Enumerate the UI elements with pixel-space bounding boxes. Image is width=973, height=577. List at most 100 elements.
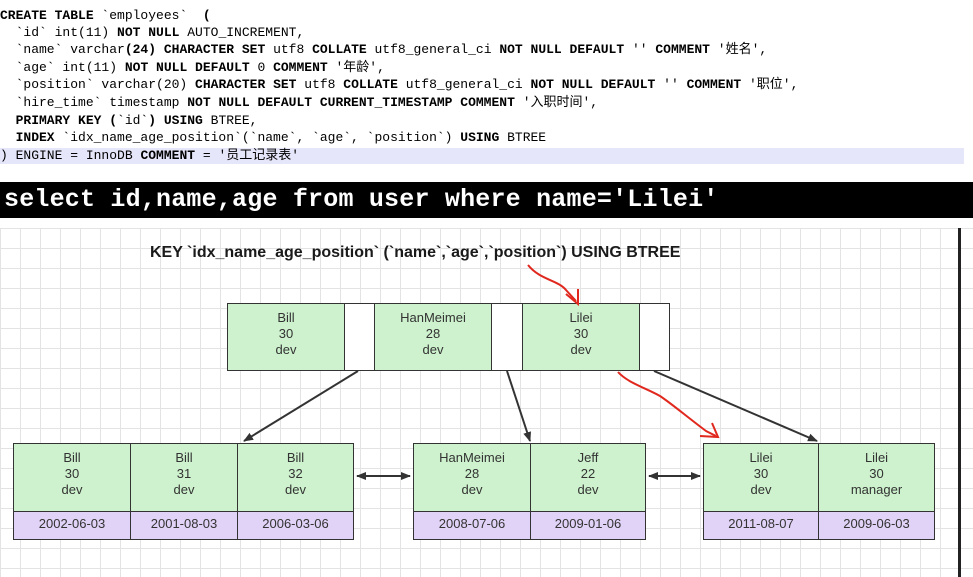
sql-keyword: CHARACTER SET xyxy=(156,42,266,57)
key-name: Bill xyxy=(286,450,305,465)
sql-line: `name` varchar(24) CHARACTER SET utf8 CO… xyxy=(0,42,768,58)
leaf-data-cell: 2009-01-06 xyxy=(530,511,646,540)
sql-text: '姓名', xyxy=(709,42,768,57)
key-age: 32 xyxy=(288,466,303,481)
sql-keyword: PRIMARY KEY ( xyxy=(0,113,118,128)
sql-keyword: COMMENT xyxy=(655,42,710,57)
sql-text: AUTO_INCREMENT, xyxy=(179,25,305,40)
sql-line: `position` varchar(20) CHARACTER SET utf… xyxy=(0,77,799,93)
root-key-cell: HanMeimei 28 dev xyxy=(374,303,492,371)
sql-text: `age` int xyxy=(0,60,86,75)
search-path-arrow xyxy=(527,264,577,302)
sql-keyword: NOT NULL xyxy=(109,25,180,40)
leaf-key-cell: Bill 30 dev xyxy=(13,443,131,512)
sql-keyword: COMMENT xyxy=(140,148,196,163)
sql-text: '职位', xyxy=(741,77,799,92)
leaf-data-cell: 2011-08-07 xyxy=(703,511,819,540)
key-position: dev xyxy=(173,482,195,497)
key-age: 30 xyxy=(278,326,294,341)
key-name: Lilei xyxy=(749,450,773,465)
sql-text: = '员工记录表' xyxy=(195,148,300,163)
sql-keyword: CHARACTER SET xyxy=(187,77,297,92)
sql-keyword: NOT NULL DEFAULT CURRENT_TIMESTAMP COMME… xyxy=(187,95,515,110)
key-name: HanMeimei xyxy=(439,450,505,465)
leaf-key-cell: Bill 31 dev xyxy=(130,443,238,512)
key-age: 22 xyxy=(580,466,596,481)
sql-line: PRIMARY KEY (`id`) USING BTREE, xyxy=(0,113,258,129)
sql-text: `id` xyxy=(117,113,149,128)
sql-text: ) ENGINE = InnoDB xyxy=(0,148,141,163)
sql-keyword: COLLATE xyxy=(312,42,367,57)
sql-text: `hire_time` timestamp xyxy=(0,95,188,110)
query-text: select id,name,age from user where name=… xyxy=(4,185,719,214)
leaf-data-cell: 2002-06-03 xyxy=(13,511,131,540)
key-position: dev xyxy=(570,342,592,357)
sql-text: BTREE, xyxy=(202,113,258,128)
leaf-data-cell: 2006-03-06 xyxy=(237,511,354,540)
sql-keyword: ( xyxy=(202,8,211,23)
sql-text: '' xyxy=(624,42,656,57)
query-bar: select id,name,age from user where name=… xyxy=(0,182,973,218)
sql-text: utf8 xyxy=(265,42,313,57)
sql-line: `id` int(11) NOT NULL AUTO_INCREMENT, xyxy=(0,25,305,41)
leaf-key-cell: Lilei 30 manager xyxy=(818,443,935,512)
key-name: Lilei xyxy=(864,450,889,465)
child-pointer-arrow xyxy=(243,370,359,442)
leaf-data-cell: 2001-08-03 xyxy=(130,511,238,540)
divider xyxy=(958,228,961,577)
sql-text: utf8_general_ci xyxy=(366,42,500,57)
btree-diagram: KEY `idx_name_age_position` (`name`,`age… xyxy=(0,228,973,577)
sql-create-table-code: CREATE TABLE `employees` ( `id` int(11) … xyxy=(0,0,973,171)
sql-text: '入职时间', xyxy=(514,95,599,110)
sql-keyword: NOT NULL DEFAULT xyxy=(499,42,625,57)
leaf-data-cell: 2008-07-06 xyxy=(413,511,531,540)
sql-keyword: CREATE TABLE xyxy=(0,8,94,23)
key-name: Bill xyxy=(63,450,81,465)
diagram-caption: KEY `idx_name_age_position` (`name`,`age… xyxy=(150,244,681,261)
sql-keyword: INDEX xyxy=(0,130,55,145)
child-pointer-arrow xyxy=(653,370,818,442)
sql-text: utf8 xyxy=(296,77,344,92)
sql-text: (11) xyxy=(85,60,118,75)
key-age: 28 xyxy=(464,466,480,481)
key-name: Lilei xyxy=(569,310,593,325)
key-position: dev xyxy=(577,482,599,497)
search-path-arrowhead xyxy=(699,422,720,439)
sql-text: `name` varchar xyxy=(0,42,125,57)
key-position: dev xyxy=(422,342,444,357)
key-name: Bill xyxy=(277,310,295,325)
sql-line: `hire_time` timestamp NOT NULL DEFAULT C… xyxy=(0,95,599,111)
search-path-arrow xyxy=(617,371,717,437)
sql-line: `age` int(11) NOT NULL DEFAULT 0 COMMENT… xyxy=(0,60,385,76)
key-position: dev xyxy=(750,482,772,497)
key-name: Jeff xyxy=(577,450,599,465)
sql-keyword: NOT NULL DEFAULT xyxy=(530,77,656,92)
key-age: 30 xyxy=(753,466,769,481)
sql-line-highlighted: ) ENGINE = InnoDB COMMENT = '员工记录表' xyxy=(0,148,964,164)
sql-line: CREATE TABLE `employees` ( xyxy=(0,8,211,24)
leaf-key-cell: Lilei 30 dev xyxy=(703,443,819,512)
sql-text: '年龄', xyxy=(327,60,385,75)
sql-keyword: NOT NULL DEFAULT xyxy=(117,60,250,75)
root-pointer-slot xyxy=(639,303,670,371)
leaf-data-cell: 2009-06-03 xyxy=(818,511,935,540)
key-age: 30 xyxy=(869,466,884,481)
key-position: dev xyxy=(275,342,297,357)
child-pointer-arrow xyxy=(506,370,531,442)
sql-text: `employees` xyxy=(93,8,203,23)
sql-text: (11) xyxy=(78,25,110,40)
key-age: 31 xyxy=(176,466,192,481)
sql-text: utf8_general_ci xyxy=(397,77,531,92)
sql-keyword: ) USING xyxy=(148,113,203,128)
key-age: 30 xyxy=(64,466,80,481)
arrows-layer xyxy=(243,264,818,480)
sql-text: BTREE xyxy=(499,130,547,145)
key-name: Bill xyxy=(175,450,193,465)
search-path-arrowhead xyxy=(565,289,579,307)
sql-keyword: COLLATE xyxy=(343,77,398,92)
key-position: dev xyxy=(285,482,306,497)
key-age: 28 xyxy=(425,326,441,341)
sql-text: `position` varchar xyxy=(0,77,157,92)
sql-keyword: (24) xyxy=(124,42,157,57)
sql-keyword: USING xyxy=(460,130,500,145)
